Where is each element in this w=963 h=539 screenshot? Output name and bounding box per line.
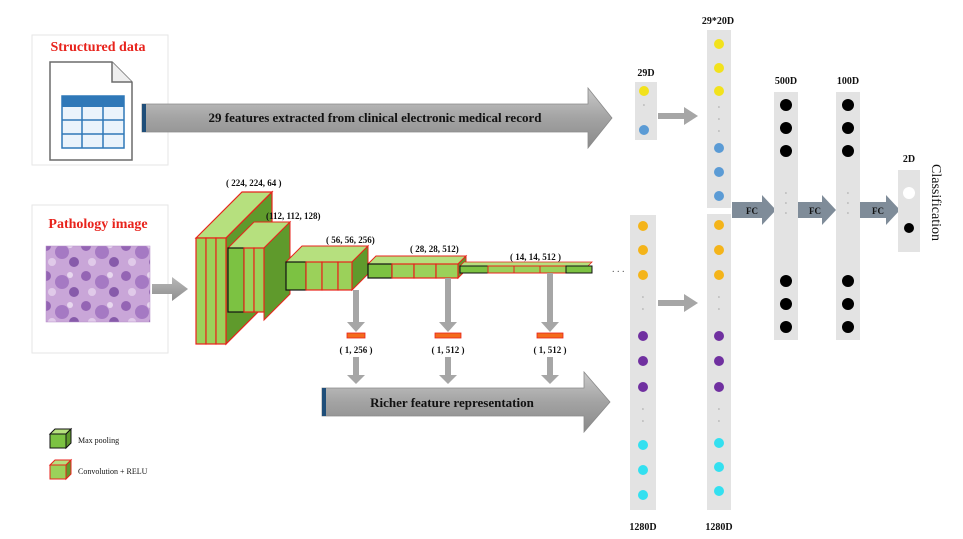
branch-label-3: ( 1, 512 ) [534, 345, 567, 355]
vector-100d: 100D · · · [836, 76, 860, 340]
cnn-network: . . . ( 224, 224, 64 ) (112, 112, 128) (… [194, 178, 625, 346]
svg-text:·: · [847, 199, 850, 208]
conv-block-stage3 [284, 244, 370, 292]
stage-label-112: (112, 112, 128) [266, 211, 321, 221]
fc-arrow-1: FC [732, 195, 776, 225]
vector-2d-label: 2D [903, 154, 915, 165]
histology-slide-image [45, 245, 151, 323]
fc-arrow-2: FC [798, 195, 836, 225]
conv-block-stage2 [226, 220, 292, 322]
svg-text:·: · [642, 417, 645, 426]
vector-29x20d: 29*20D · · · [702, 16, 734, 208]
richer-features-label: Richer feature representation [370, 395, 534, 410]
svg-text:Max pooling: Max pooling [78, 436, 119, 445]
vector-1280d-left: · · · · 1280D [629, 215, 657, 533]
svg-text:·: · [718, 127, 721, 136]
pathology-image-panel: Pathology image [31, 204, 169, 354]
svg-text:·: · [718, 405, 721, 414]
stage-label-56: ( 56, 56, 256) [326, 235, 375, 245]
structured-data-title: Structured data [50, 40, 145, 55]
svg-text:·: · [718, 115, 721, 124]
classification-label: Classification [928, 164, 943, 241]
vector-1280d-right-label: 1280D [705, 522, 732, 533]
max-pooling-layer [227, 247, 245, 313]
vector-2d-output: 2D [898, 154, 920, 252]
fc-arrow-3: FC [860, 195, 900, 225]
svg-text:·: · [642, 405, 645, 414]
cnn-continuation-dots: . . . [612, 264, 625, 275]
stage-label-14: ( 14, 14, 512 ) [510, 252, 561, 262]
structured-features-label: 29 features extracted from clinical elec… [209, 110, 543, 125]
pathology-image-title: Pathology image [48, 217, 147, 232]
svg-text:·: · [847, 209, 850, 218]
legend: Max pooling Convolution + RELU [48, 427, 148, 481]
arrow-29d-to-concat [658, 107, 698, 125]
conv-block-stage5 [459, 261, 593, 274]
svg-text:·: · [718, 103, 721, 112]
branch-feature-vector-2 [434, 332, 462, 339]
vector-1280d-left-label: 1280D [629, 522, 656, 533]
svg-text:FC: FC [746, 206, 758, 216]
feature-branches: ( 1, 256 ) ( 1, 512 ) ( 1, 512 ) [340, 273, 567, 384]
svg-text:·: · [643, 101, 646, 110]
legend-max-pooling: Max pooling [48, 427, 119, 450]
svg-text:FC: FC [872, 206, 884, 216]
conv-block-stage4 [366, 254, 468, 280]
vector-500d: 500D · · · [774, 76, 798, 340]
stage-label-224: ( 224, 224, 64 ) [226, 178, 282, 188]
stage-label-28: ( 28, 28, 512) [410, 244, 459, 254]
svg-text:·: · [642, 305, 645, 314]
svg-text:·: · [785, 189, 788, 198]
svg-text:·: · [642, 293, 645, 302]
structured-data-panel: Structured data [31, 34, 169, 166]
svg-text:·: · [785, 209, 788, 218]
arrow-1280d-to-concat [658, 294, 698, 312]
structured-features-arrow: 29 features extracted from clinical elec… [141, 86, 613, 150]
branch-feature-vector-1 [346, 332, 366, 339]
richer-features-arrow: Richer feature representation [321, 370, 611, 434]
branch-label-2: ( 1, 512 ) [432, 345, 465, 355]
svg-text:FC: FC [809, 206, 821, 216]
vector-1280d-right: · · · · 1280D [705, 214, 733, 533]
svg-text:Convolution + RELU: Convolution + RELU [78, 467, 148, 476]
svg-text:·: · [718, 417, 721, 426]
vector-500d-label: 500D [775, 76, 797, 87]
spreadsheet-document-icon [49, 61, 133, 161]
svg-text:·: · [785, 199, 788, 208]
svg-text:·: · [718, 305, 721, 314]
legend-convolution-relu: Convolution + RELU [48, 458, 148, 481]
branch-label-1: ( 1, 256 ) [340, 345, 373, 355]
vector-29x20d-label: 29*20D [702, 16, 734, 27]
svg-text:·: · [847, 189, 850, 198]
vector-29d: 29D · [635, 68, 657, 140]
vector-29d-label: 29D [637, 68, 654, 79]
branch-feature-vector-3 [536, 332, 564, 339]
vector-100d-label: 100D [837, 76, 859, 87]
svg-text:·: · [718, 293, 721, 302]
pathology-to-cnn-arrow [152, 277, 188, 301]
